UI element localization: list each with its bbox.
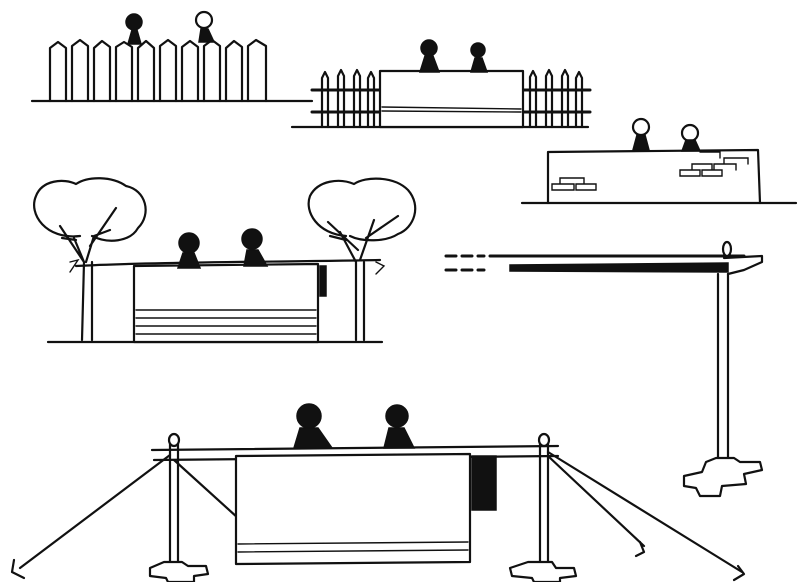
- tree-cloth-panel: [33, 177, 417, 344]
- brick-wall-panel: [520, 117, 798, 205]
- puppet-figure: [194, 10, 216, 43]
- puppet-figure: [680, 123, 702, 152]
- puppet-figure: [631, 117, 651, 151]
- wall-railings-panel: [290, 39, 592, 129]
- puppet-figure: [418, 39, 441, 73]
- puppet-figure: [383, 404, 416, 449]
- picket-fence-panel: [30, 10, 314, 103]
- puppet-figure: [241, 228, 269, 267]
- bracket-pole-panel: [444, 240, 764, 498]
- puppet-figure: [470, 42, 489, 73]
- puppet-figure: [125, 13, 143, 45]
- tree: [307, 177, 417, 342]
- free-frame-panel: [10, 403, 746, 582]
- puppet-figure: [292, 403, 334, 449]
- puppet-figure: [176, 232, 202, 269]
- tree: [33, 177, 147, 342]
